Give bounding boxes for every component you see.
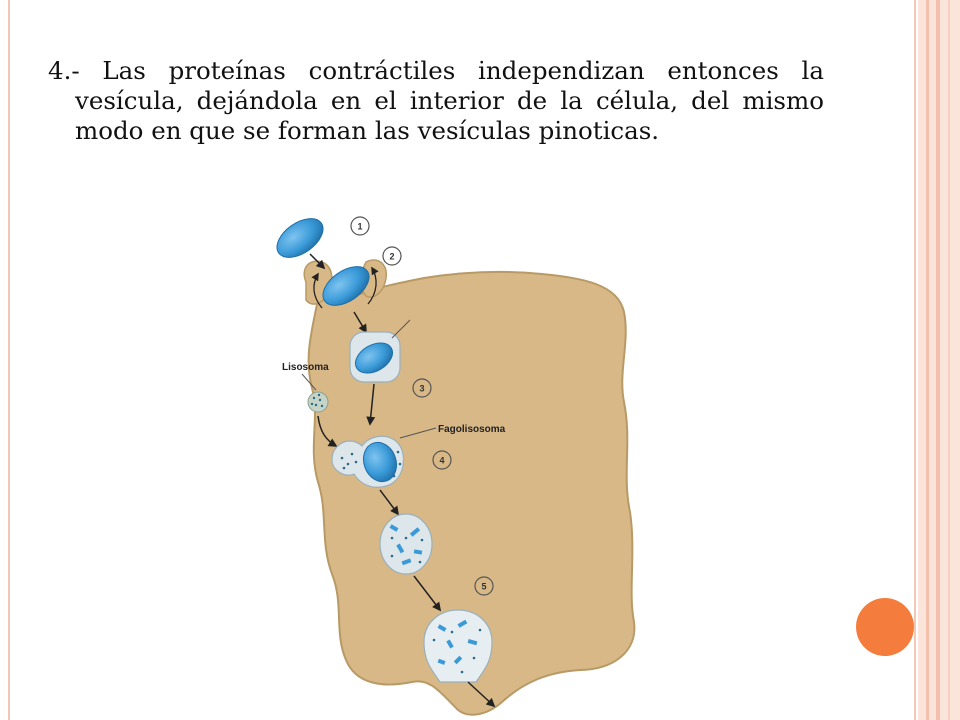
step-number: 2 — [389, 252, 394, 262]
step-number: 3 — [419, 384, 424, 394]
arrow — [353, 311, 367, 334]
slide-body-text: 4.- Las proteínas contráctiles independi… — [48, 56, 824, 145]
label-lysosome: Lisosoma — [282, 362, 329, 373]
step-marker-4: 4 — [432, 450, 452, 470]
arrow — [309, 253, 326, 270]
phagolysosome — [331, 435, 405, 488]
bacterium-outside — [276, 218, 324, 258]
slide-text-block: 4.- Las proteínas contráctiles independi… — [48, 56, 824, 146]
engulf-arrow-left — [311, 272, 323, 309]
cell-body — [307, 270, 636, 716]
step-marker-5: 5 — [474, 576, 494, 596]
phagocytosis-diagram: 1 2 3 Lisosoma — [276, 216, 636, 716]
arrow — [413, 575, 442, 612]
arrow — [379, 489, 400, 516]
arrow — [467, 681, 496, 708]
step-marker-2: 2 — [382, 246, 402, 266]
step-number: 1 — [357, 222, 362, 232]
step-marker-1: 1 — [350, 216, 370, 236]
arrow — [366, 383, 376, 426]
phagosome-pointer — [391, 319, 411, 339]
exocytosis-vesicle — [423, 609, 493, 683]
lysosome-pointer — [301, 373, 317, 391]
engulf-arrow-right — [367, 266, 379, 305]
step-number: 5 — [481, 582, 486, 592]
label-phagolysosome: Fagolisosoma — [438, 424, 506, 435]
bacterium-engulfing — [322, 266, 370, 306]
decorative-orange-circle — [856, 598, 914, 656]
step-marker-3: 3 — [412, 378, 432, 398]
slide-frame — [8, 0, 916, 720]
phagosome — [349, 331, 401, 383]
arrow — [317, 415, 338, 447]
digestive-vacuole — [379, 513, 433, 575]
step-number: 4 — [439, 456, 444, 466]
decorative-edge-line — [948, 0, 950, 720]
lysosome — [307, 391, 329, 413]
phagolysosome-pointer — [399, 427, 437, 439]
decorative-edge-line — [936, 0, 940, 720]
decorative-edge-line — [926, 0, 929, 720]
